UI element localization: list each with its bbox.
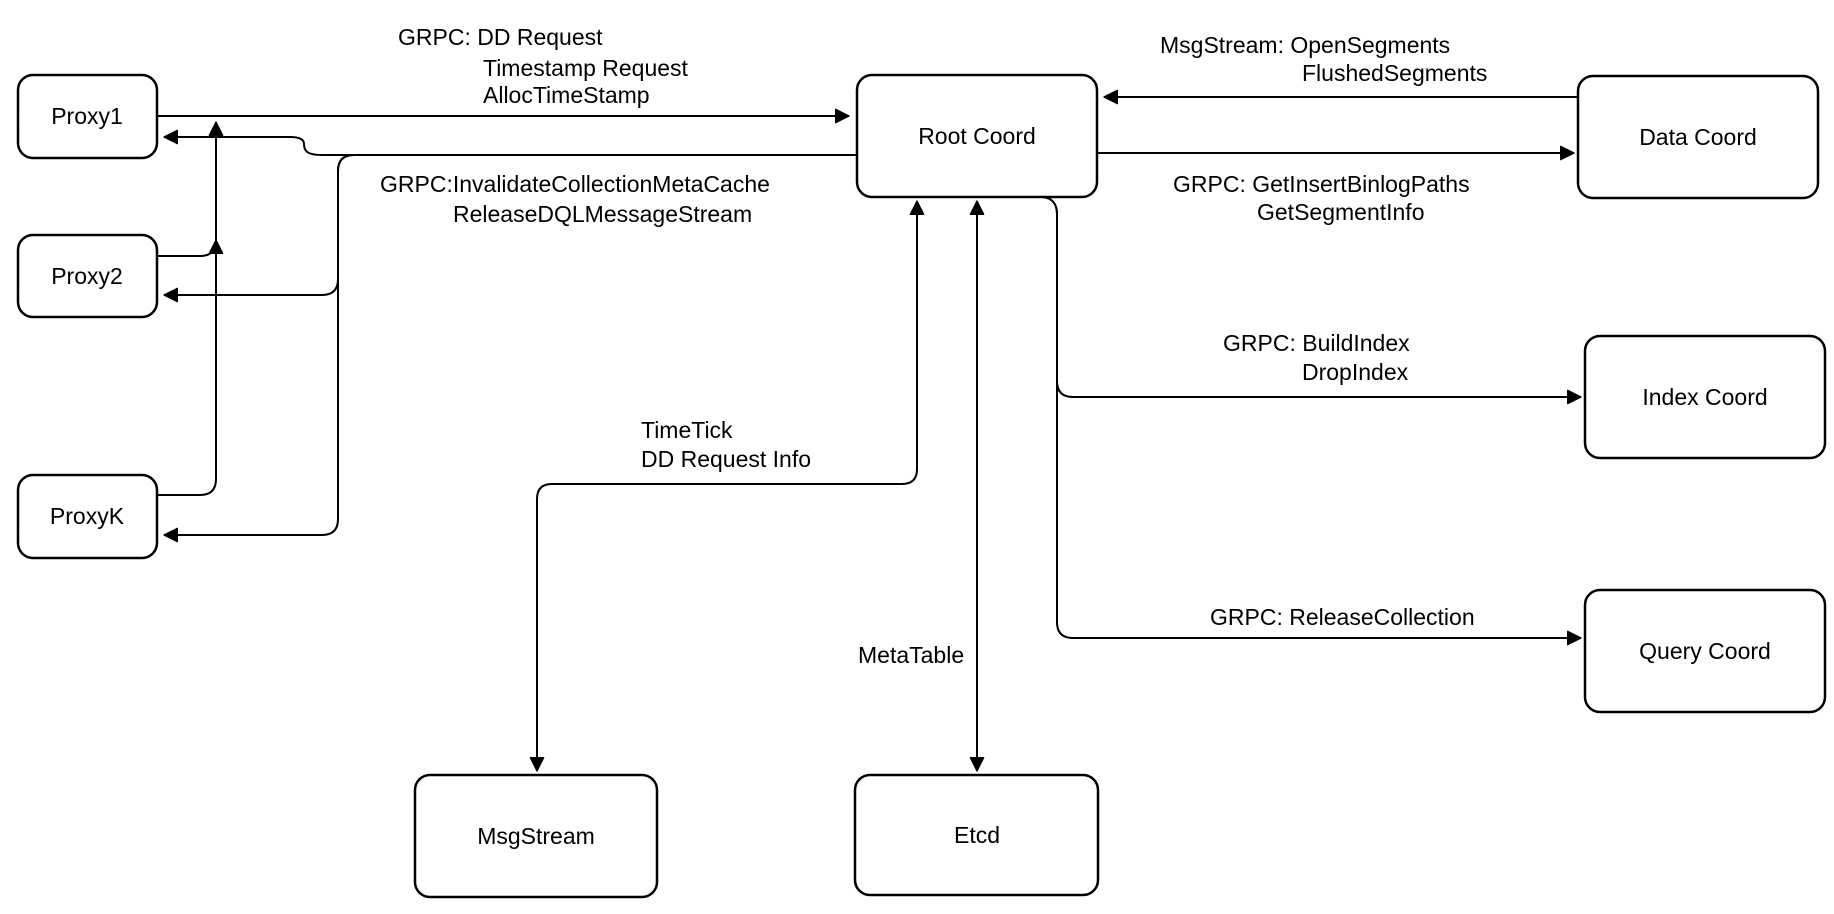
edge-proxy2-merge-up (157, 121, 224, 257)
node-etcd-label: Etcd (954, 822, 1000, 848)
edge-rootcoord-to-msgstream (529, 483, 760, 772)
node-rootcoord-box (855, 73, 1099, 199)
node-querycoord: Query Coord (1583, 588, 1827, 714)
node-datacoord-label: Data Coord (1639, 124, 1757, 150)
edge-label-proxy-to-root: GRPC: DD Request Timestamp Request Alloc… (398, 24, 689, 108)
node-datacoord: Data Coord (1576, 74, 1820, 200)
edge-msgstream-to-rootcoord (760, 200, 925, 485)
edge-label-root-to-etcd: MetaTable (858, 642, 964, 668)
edge-label-root-to-query-line1: GRPC: ReleaseCollection (1210, 604, 1475, 630)
edge-label-proxy-to-root-line2: Timestamp Request (483, 55, 689, 81)
node-proxyk-box (16, 473, 159, 560)
node-rootcoord-label: Root Coord (918, 123, 1036, 149)
node-proxy1-label: Proxy1 (51, 103, 123, 129)
node-msgstream-label: MsgStream (477, 823, 595, 849)
node-indexcoord-box (1583, 334, 1827, 460)
edge-label-root-to-msgstream-line1: TimeTick (641, 417, 733, 443)
edge-label-root-to-proxies-line2: ReleaseDQLMessageStream (453, 201, 752, 227)
node-rootcoord: Root Coord (855, 73, 1099, 199)
edge-label-root-to-data: GRPC: GetInsertBinlogPaths GetSegmentInf… (1173, 171, 1470, 225)
node-querycoord-box (1583, 588, 1827, 714)
node-proxyk: ProxyK (16, 473, 159, 560)
node-proxy1-box (16, 73, 159, 160)
edge-label-root-to-query: GRPC: ReleaseCollection (1210, 604, 1475, 630)
node-indexcoord-label: Index Coord (1642, 384, 1767, 410)
edge-rootcoord-to-proxy1 (163, 129, 857, 156)
edge-label-root-to-msgstream-line2: DD Request Info (641, 446, 811, 472)
edge-label-root-to-proxies-line1: GRPC:InvalidateCollectionMetaCache (380, 171, 770, 197)
edge-label-root-to-index-line1: GRPC: BuildIndex (1223, 330, 1410, 356)
edge-label-root-to-proxies: GRPC:InvalidateCollectionMetaCache Relea… (380, 171, 770, 227)
node-querycoord-label: Query Coord (1639, 638, 1771, 664)
node-msgstream: MsgStream (413, 773, 659, 899)
edge-proxyk-merge-up (157, 239, 224, 496)
node-etcd-box (853, 773, 1100, 897)
edge-label-proxy-to-root-line1: GRPC: DD Request (398, 24, 603, 50)
edge-label-data-to-root-line1: MsgStream: OpenSegments (1160, 32, 1450, 58)
node-proxy2: Proxy2 (16, 233, 159, 319)
node-indexcoord: Index Coord (1583, 334, 1827, 460)
edge-label-data-to-root-line2: FlushedSegments (1302, 60, 1487, 86)
edge-label-root-to-msgstream: TimeTick DD Request Info (641, 417, 811, 472)
edge-rootcoord-to-querycoord (1042, 196, 1582, 646)
node-datacoord-box (1576, 74, 1820, 200)
edge-label-root-to-index-line2: DropIndex (1302, 359, 1409, 385)
edge-label-root-to-data-line2: GetSegmentInfo (1257, 199, 1425, 225)
edge-rootcoord-to-proxyk (163, 154, 857, 543)
edge-label-data-to-root: MsgStream: OpenSegments FlushedSegments (1160, 32, 1487, 86)
node-proxy2-label: Proxy2 (51, 263, 123, 289)
node-msgstream-box (413, 773, 659, 899)
edge-label-root-to-data-line1: GRPC: GetInsertBinlogPaths (1173, 171, 1470, 197)
node-etcd: Etcd (853, 773, 1100, 897)
node-proxy1: Proxy1 (16, 73, 159, 160)
node-proxy2-box (16, 233, 159, 319)
edge-label-proxy-to-root-line3: AllocTimeStamp (483, 82, 650, 108)
edge-label-root-to-etcd-line1: MetaTable (858, 642, 964, 668)
edge-label-root-to-index: GRPC: BuildIndex DropIndex (1223, 330, 1410, 385)
node-proxyk-label: ProxyK (50, 503, 125, 529)
